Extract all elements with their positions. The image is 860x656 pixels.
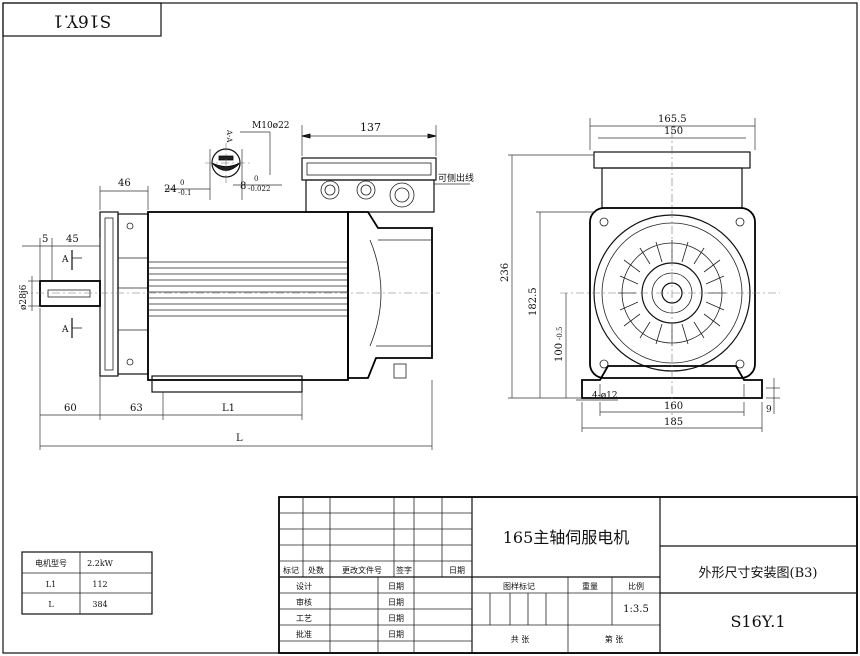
- dim-100: 100: [554, 343, 565, 362]
- corner-code: S16Y.1: [53, 11, 112, 31]
- section-aa-label: A-A: [225, 129, 233, 143]
- side-view: A A M10ø22 A-A 24 0 -0.1 8 0 -0.022: [19, 121, 474, 450]
- rev-header-mark: 标记: [283, 565, 299, 575]
- dim-8-tol-upper: 0: [254, 175, 258, 183]
- sheet-number: 第 张: [605, 634, 624, 644]
- keyway-section: M10ø22 A-A 24 0 -0.1 8 0 -0.022: [164, 121, 290, 200]
- thread-callout: M10ø22: [252, 121, 290, 131]
- side-outlet-label: 可侧出线: [438, 172, 474, 184]
- spec-row-l1-value: 112: [92, 580, 107, 589]
- end-feet: [581, 365, 763, 399]
- sign-row-process: 工艺: [296, 614, 312, 623]
- dim-236: 236: [500, 263, 511, 282]
- motor-body: [147, 211, 349, 393]
- dim-8: 8: [240, 181, 246, 192]
- dim-182-5: 182.5: [528, 287, 539, 316]
- outlet-label-group: 可侧出线: [434, 172, 474, 185]
- dim-160: 160: [664, 401, 683, 412]
- spec-header-power: 2.2kW: [87, 559, 114, 568]
- drawing-number: S16Y.1: [730, 612, 785, 631]
- spec-table: 电机型号 2.2kW L1 112 L 384: [21, 551, 153, 615]
- section-marks: A A: [61, 250, 82, 338]
- rev-header-sign: 签字: [396, 565, 412, 575]
- spec-row-l-value: 384: [92, 600, 107, 609]
- date-label-4: 日期: [388, 630, 404, 639]
- scale-value: 1:3.5: [623, 604, 649, 615]
- dim-137: 137: [360, 121, 381, 134]
- end-view: 165.5 150 236 182.5 100 -0.5 4-ø12 160 1…: [500, 114, 780, 432]
- dim-5-45-group: 5 45: [22, 234, 101, 280]
- drawing-title: 外形尺寸安装图(B3): [699, 566, 818, 581]
- dim-9: 9: [766, 405, 772, 415]
- sign-row-approve: 批准: [296, 629, 312, 639]
- front-housing: [347, 211, 433, 379]
- sign-row-design: 设计: [296, 581, 312, 591]
- dim-137-group: 137: [301, 121, 437, 156]
- dim-45: 45: [66, 234, 79, 245]
- dim-165-5: 165.5: [658, 114, 687, 125]
- output-shaft: [20, 280, 440, 307]
- corner-code-box: S16Y.1: [2, 2, 162, 37]
- dim-150: 150: [664, 126, 683, 137]
- date-label-2: 日期: [388, 598, 404, 607]
- section-label-top: A: [61, 255, 69, 265]
- title-block: 标记 处数 更改文件号 签字 日期 设计 审核 工艺 批准 日期 日期 日期 日…: [278, 496, 858, 654]
- end-grille: [618, 240, 726, 346]
- dim-l1: L1: [222, 403, 235, 414]
- shaft-dia-group: ø28j6: [19, 276, 40, 311]
- date-label-1: 日期: [388, 582, 404, 591]
- dim-shaft-dia: ø28j6: [19, 284, 29, 310]
- rev-header-date: 日期: [449, 566, 465, 575]
- dim-l: L: [236, 433, 243, 444]
- dim-185: 185: [664, 417, 683, 428]
- terminal-box: [301, 157, 437, 213]
- mark-header: 图样标记: [503, 581, 535, 591]
- sign-row-review: 审核: [296, 597, 312, 607]
- spec-header-model: 电机型号: [35, 558, 67, 568]
- product-name: 165主轴伺服电机: [503, 528, 630, 547]
- dim-24-tol-lower: -0.1: [178, 189, 192, 197]
- weight-header: 重量: [582, 581, 598, 591]
- spec-row-l1-label: L1: [46, 580, 56, 589]
- date-label-3: 日期: [388, 614, 404, 623]
- section-label-bottom: A: [61, 325, 69, 335]
- dim-24-tol-upper: 0: [180, 179, 184, 187]
- dim-8-tol-lower: -0.022: [248, 185, 270, 193]
- bottom-dims-group: 60 63 L1 L: [39, 308, 433, 450]
- dim-holes: 4-ø12: [592, 391, 618, 401]
- dim-63: 63: [130, 403, 143, 414]
- dim-46-group: 46: [99, 178, 149, 210]
- rev-header-count: 处数: [308, 565, 324, 575]
- rear-end-cap: [99, 211, 149, 377]
- dim-24: 24: [164, 184, 177, 195]
- dim-46: 46: [118, 178, 131, 189]
- rev-header-doc: 更改文件号: [342, 565, 382, 575]
- dim-5: 5: [42, 234, 48, 245]
- scale-header: 比例: [628, 581, 644, 591]
- dim-100-tol: -0.5: [556, 327, 564, 341]
- total-sheets: 共 张: [511, 635, 530, 644]
- dim-60: 60: [64, 403, 77, 414]
- spec-row-l-label: L: [48, 600, 54, 609]
